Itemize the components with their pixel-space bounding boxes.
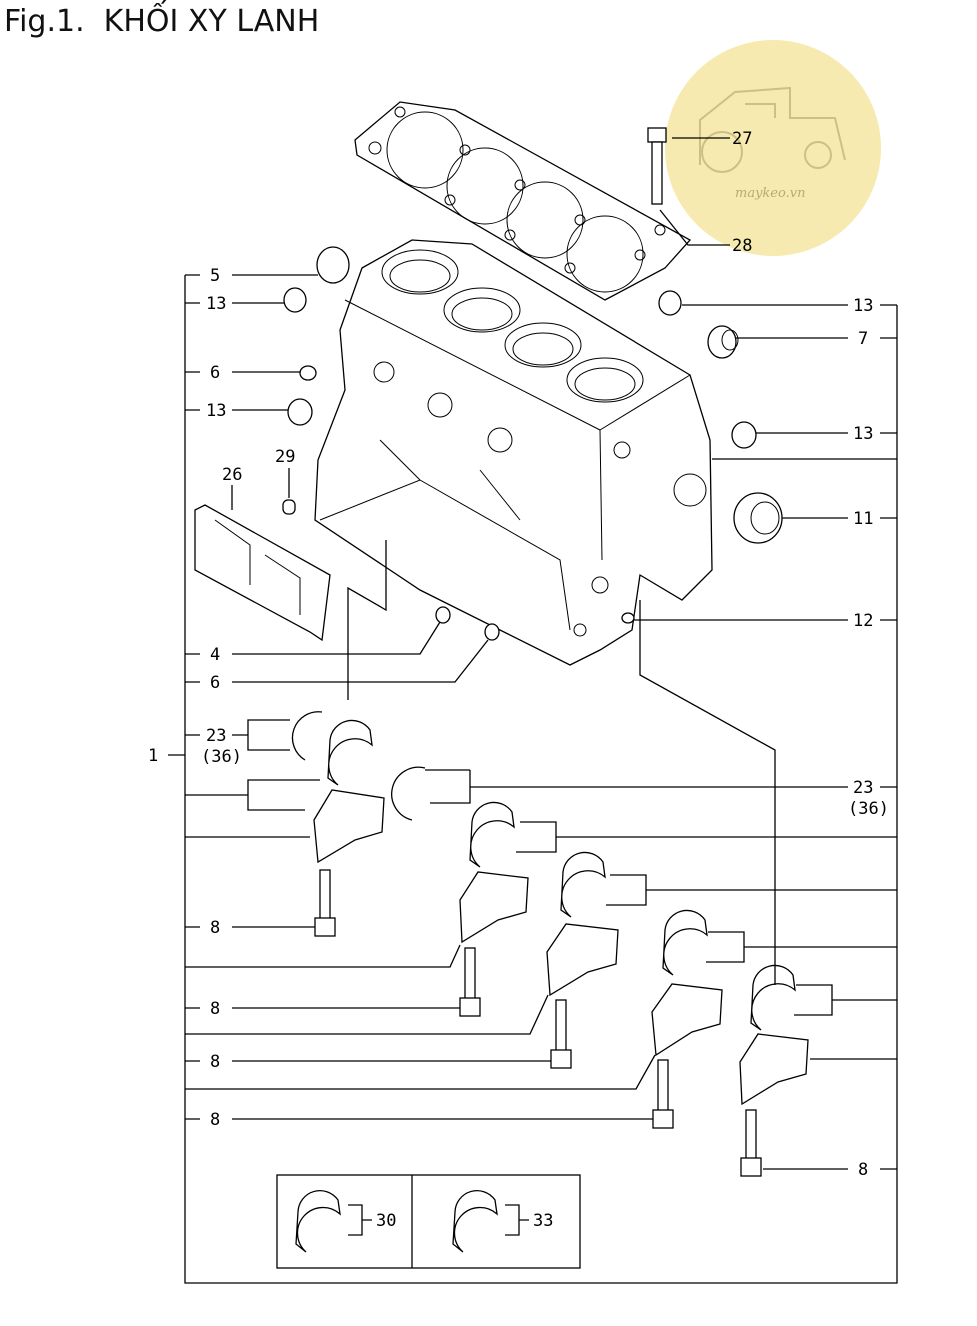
bearing-cap-5 <box>739 1033 809 1106</box>
plug-4 <box>435 606 451 624</box>
plug-7 <box>707 325 739 359</box>
head-gasket <box>354 101 692 301</box>
callout-13-left-top: 13 <box>206 294 226 314</box>
callout-13-right-top: 13 <box>853 296 873 316</box>
bearing-cap-4 <box>651 983 723 1057</box>
pin-29 <box>282 499 296 515</box>
callout-30: 30 <box>376 1211 396 1231</box>
cap-bolt-1 <box>314 869 336 937</box>
callout-23-left: 23 <box>206 726 226 746</box>
bearing-cap-3 <box>546 923 619 997</box>
maykeo-watermark-logo: maykeo.vn <box>665 40 881 256</box>
callout-labels: 1 5 13 6 13 26 29 4 6 23 (36) 8 8 8 8 27… <box>148 129 889 1231</box>
callout-4: 4 <box>210 645 220 665</box>
optional-parts-box <box>276 1174 581 1269</box>
thrust-washer-mid <box>391 766 426 821</box>
callout-13-right: 13 <box>853 424 873 444</box>
callout-33: 33 <box>533 1211 553 1231</box>
bearing-cap-1 <box>313 789 385 864</box>
callout-23-right: 23 <box>853 778 873 798</box>
callout-28: 28 <box>732 236 752 256</box>
callout-8-e: 8 <box>858 1160 868 1180</box>
callout-13-left: 13 <box>206 401 226 421</box>
callout-11: 11 <box>853 509 873 529</box>
callout-26: 26 <box>222 465 242 485</box>
callout-27: 27 <box>732 129 752 149</box>
plug-6-lower <box>484 623 500 641</box>
callout-8-d: 8 <box>210 1110 220 1130</box>
callout-5: 5 <box>210 266 220 286</box>
plug-13-left <box>287 398 313 426</box>
main-bearing-4 <box>662 909 708 976</box>
callout-1: 1 <box>148 746 158 766</box>
figure-title: Fig.1. KHỐI XY LANH <box>4 4 320 39</box>
main-bearing-3 <box>560 851 606 918</box>
callout-36-left: (36) <box>201 747 242 767</box>
callout-6-upper: 6 <box>210 363 220 383</box>
cover-26 <box>194 504 331 642</box>
thrust-washer-left <box>291 711 323 761</box>
callout-7: 7 <box>858 329 868 349</box>
callout-8-c: 8 <box>210 1052 220 1072</box>
plug-5 <box>316 246 350 284</box>
plug-13-top-left <box>283 287 307 313</box>
cap-bolt-5 <box>740 1109 762 1177</box>
bushing-11 <box>733 492 783 544</box>
plug-13-top-right <box>658 290 682 316</box>
main-bearing-5 <box>750 964 796 1031</box>
leader-lines <box>168 137 898 1284</box>
callout-29: 29 <box>275 447 295 467</box>
plug-13-right <box>731 421 757 449</box>
bearing-cap-2 <box>459 871 529 944</box>
bolt-27 <box>647 127 667 205</box>
cap-bolt-4 <box>652 1059 674 1129</box>
callout-12: 12 <box>853 611 873 631</box>
main-bearing-2 <box>469 801 515 868</box>
cap-bolt-3 <box>550 999 572 1069</box>
cap-bolt-2 <box>459 947 481 1017</box>
callout-6-lower: 6 <box>210 673 220 693</box>
callout-8-b: 8 <box>210 999 220 1019</box>
callout-36-right: (36) <box>848 799 889 819</box>
callout-8-a: 8 <box>210 918 220 938</box>
main-bearing-1 <box>327 719 373 786</box>
plug-6-upper <box>299 365 317 381</box>
watermark-text: maykeo.vn <box>735 186 805 201</box>
pin-12 <box>621 612 635 624</box>
cylinder-block <box>314 239 713 666</box>
